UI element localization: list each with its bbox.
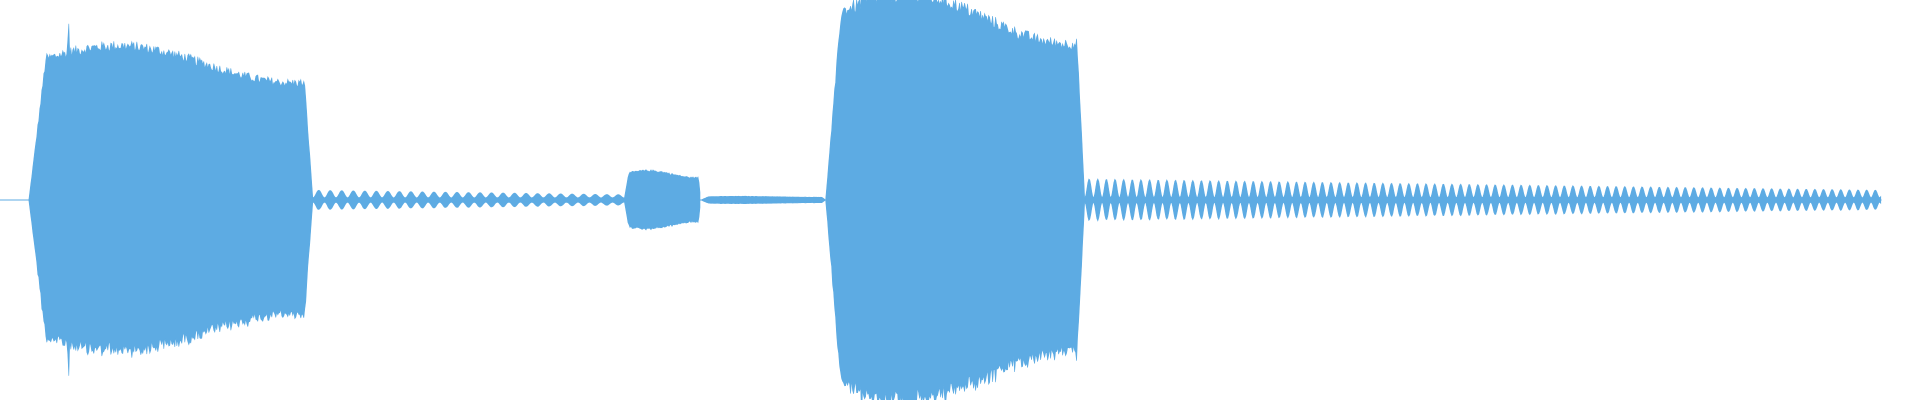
waveform-segment-ripple-train — [1084, 178, 1882, 222]
waveform-segment-small-burst — [623, 169, 701, 231]
waveform-segment-quiet-gap — [699, 195, 826, 205]
waveform-segment-tone-burst-2 — [825, 0, 1085, 400]
waveform-segment-low-pulses-1 — [312, 189, 625, 210]
waveform-segment-tone-burst-1 — [28, 23, 314, 376]
